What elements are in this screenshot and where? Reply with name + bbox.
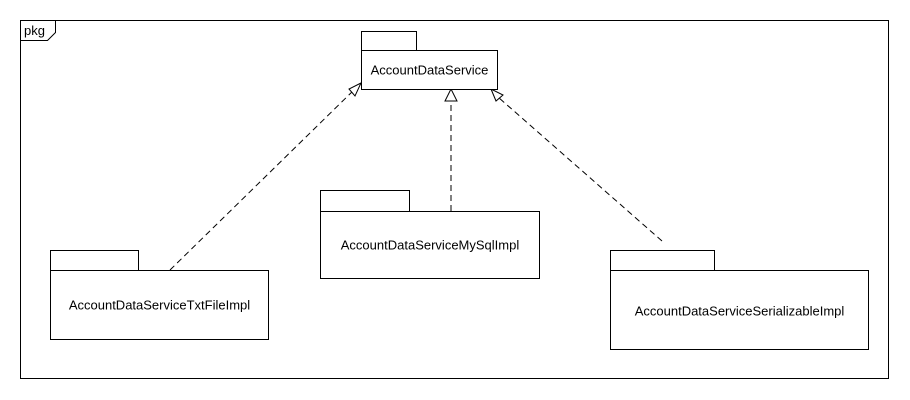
package-tab bbox=[320, 190, 410, 212]
package-account-data-service-txt-file-impl: AccountDataServiceTxtFileImpl bbox=[50, 250, 269, 340]
package-account-data-service-mysql-impl: AccountDataServiceMySqlImpl bbox=[320, 190, 540, 279]
realization-arrowhead bbox=[490, 87, 504, 102]
package-tab bbox=[50, 250, 139, 271]
package-account-data-service: AccountDataService bbox=[361, 31, 498, 90]
realization-arrowhead bbox=[444, 87, 458, 102]
realization-serializable-to-service bbox=[490, 87, 663, 242]
package-tab bbox=[361, 31, 417, 51]
package-name: AccountDataService bbox=[371, 63, 489, 78]
diagram-frame: pkg bbox=[20, 20, 889, 379]
package-name: AccountDataServiceTxtFileImpl bbox=[69, 298, 250, 313]
package-body bbox=[50, 270, 269, 340]
package-body bbox=[320, 211, 540, 279]
package-tab bbox=[610, 250, 715, 271]
package-account-data-service-serializable-impl: AccountDataServiceSerializableImpl bbox=[610, 250, 869, 350]
realization-arrowhead bbox=[348, 81, 363, 97]
realization-mysql-to-service bbox=[444, 87, 458, 211]
package-name: AccountDataServiceSerializableImpl bbox=[635, 304, 845, 319]
frame-label: pkg bbox=[24, 23, 45, 38]
package-body bbox=[610, 270, 869, 350]
realization-txt-to-service bbox=[169, 81, 363, 271]
package-body bbox=[361, 50, 498, 90]
package-name: AccountDataServiceMySqlImpl bbox=[341, 238, 520, 253]
